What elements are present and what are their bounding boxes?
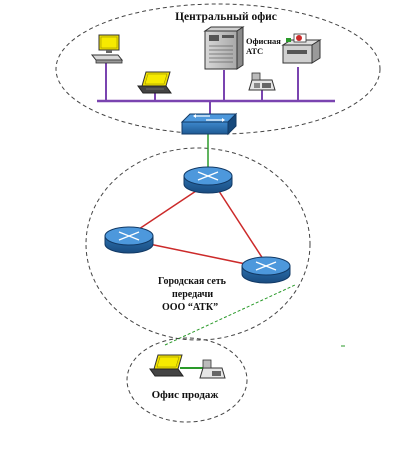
laptop-icon — [137, 71, 172, 94]
central-switch-icon — [180, 112, 238, 136]
backbone-link-top-left — [129, 184, 206, 236]
router-right-icon — [241, 256, 291, 284]
desktop-computer-icon — [90, 34, 124, 64]
city-network-label-line3: ООО “АТК” — [162, 302, 218, 313]
backbone-link-top-right — [214, 184, 266, 263]
sales-phone-icon — [199, 359, 226, 379]
pbx-label-line1: Офисная — [246, 36, 281, 46]
sales-laptop-icon — [149, 354, 184, 377]
city-network-label-line1: Городская сеть — [158, 276, 227, 287]
router-top-icon — [183, 166, 233, 194]
central-office-cloud — [55, 3, 381, 135]
printer-icon — [281, 33, 322, 64]
central-office-title: Центральный офис — [175, 11, 277, 23]
office-phone-icon — [248, 72, 276, 91]
router-left-icon — [104, 226, 154, 254]
sales-uplink — [164, 284, 296, 346]
pbx-label-line2: АТС — [246, 46, 263, 56]
city-network-cloud — [85, 147, 311, 341]
office-pbx-icon — [203, 26, 245, 70]
sales-office-cloud — [126, 337, 248, 423]
city-network-label-line2: передачи — [172, 289, 213, 300]
sales-office-title: Офис продаж — [152, 389, 219, 401]
